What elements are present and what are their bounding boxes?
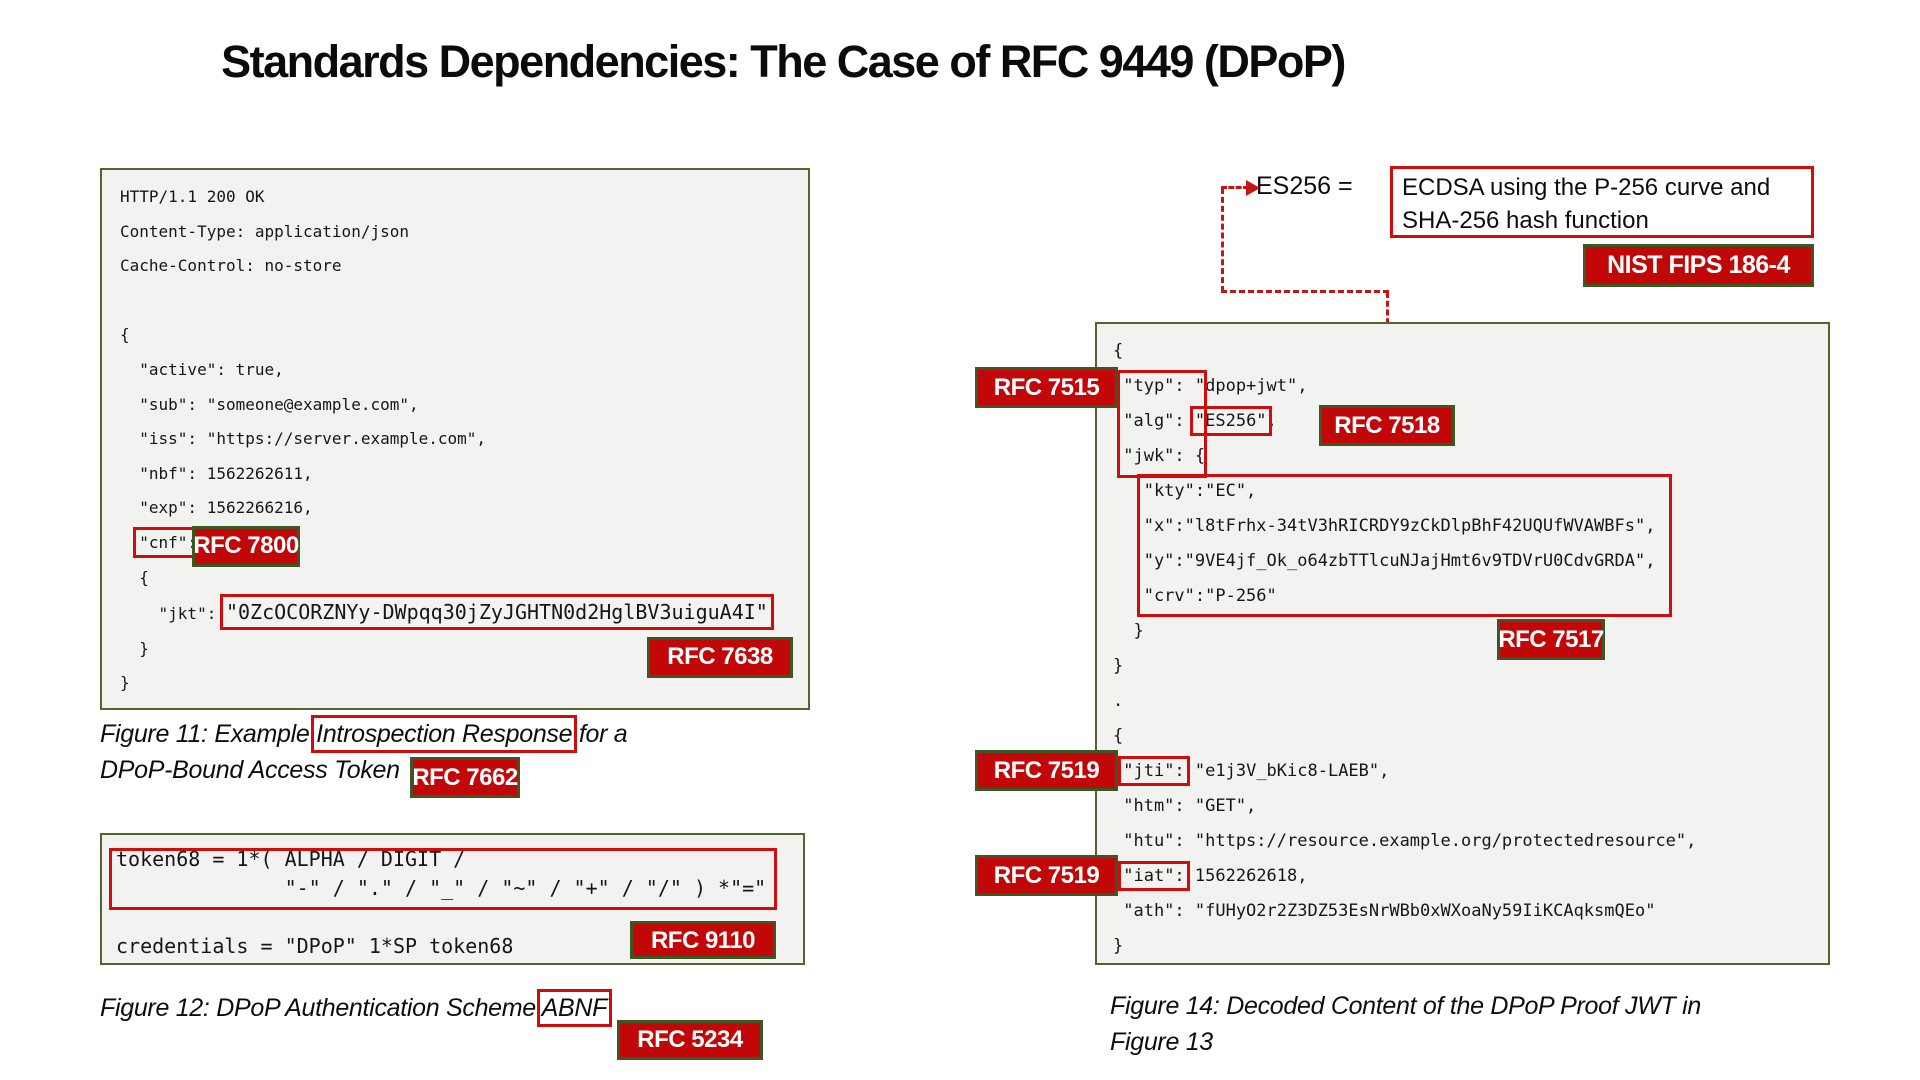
code-line: "nbf": 1562262611, [120, 463, 313, 483]
code-line: "jwk": { [1113, 446, 1206, 466]
code-line: "active": true, [120, 359, 284, 379]
code-line: Cache-Control: no-store [120, 256, 342, 276]
caption-text: for a [572, 720, 628, 748]
connector-dashed-segment [1221, 186, 1249, 189]
code-line: "typ": "dpop+jwt", [1113, 376, 1308, 396]
code-line: "kty":"EC", [1113, 481, 1257, 501]
es256-definition-line: SHA-256 hash function [1402, 207, 1649, 234]
introspection-response-code-block: HTTP/1.1 200 OK Content-Type: applicatio… [100, 168, 810, 710]
es256-definition-line: ECDSA using the P-256 curve and [1402, 174, 1771, 201]
caption-line: Figure 12: DPoP Authentication Scheme AB… [100, 989, 720, 1027]
jti-key-highlight-box: "jti": [1118, 756, 1190, 786]
code-line: credentials = "DPoP" 1*SP token68 [116, 934, 514, 958]
rfc-7662-badge: RFC 7662 [410, 757, 520, 798]
code-line: { [1113, 726, 1124, 746]
code-line: Content-Type: application/json [120, 221, 409, 241]
code-line-jti: "jti": "e1j3V_bKic8-LAEB", [1113, 754, 1812, 789]
code-line: "htu": "https://resource.example.org/pro… [1113, 831, 1697, 851]
code-line: { [120, 567, 149, 587]
code-line-cnf: "cnf": [120, 526, 790, 561]
code-line-blank [120, 284, 790, 319]
iat-key-highlight-box: "iat": [1118, 861, 1190, 891]
code-line-iat: "iat": 1562262618, [1113, 859, 1812, 894]
connector-dashed-segment [1221, 290, 1389, 293]
slide-title: Standards Dependencies: The Case of RFC … [221, 36, 1346, 87]
jwk-object-highlight-box [1137, 474, 1672, 617]
rfc-5234-badge: RFC 5234 [617, 1020, 763, 1060]
connector-arrow-icon [1246, 180, 1260, 196]
figure14-caption: Figure 14: Decoded Content of the DPoP P… [1110, 988, 1810, 1060]
caption-line: DPoP-Bound Access Token [100, 756, 400, 784]
dpop-proof-jwt-code-block: { "typ": "dpop+jwt", "alg": "ES256", "jw… [1095, 322, 1830, 965]
es256-value-highlight-box: "ES256" [1189, 406, 1272, 436]
code-line: "iss": "https://server.example.com", [120, 429, 487, 449]
introspection-response-highlight-box: Introspection Response [311, 715, 578, 753]
caption-text: Figure 11: Example [100, 720, 317, 748]
alg-key: "alg": [1113, 411, 1195, 431]
code-line: token68 = 1*( ALPHA / DIGIT / [116, 847, 466, 871]
caption-text: Figure 12: DPoP Authentication Scheme [100, 994, 542, 1022]
rfc-7519-badge: RFC 7519 [975, 750, 1118, 791]
code-line-alg: "alg": "ES256", [1113, 404, 1812, 439]
caption-text: , [1266, 411, 1277, 431]
es256-definition-box: ECDSA using the P-256 curve and SHA-256 … [1390, 166, 1814, 238]
iat-value: 1562262618, [1184, 866, 1308, 886]
code-line: "sub": "someone@example.com", [120, 394, 419, 414]
abnf-code-block: token68 = 1*( ALPHA / DIGIT / "-" / "." … [100, 833, 805, 965]
rfc-7519-badge: RFC 7519 [975, 855, 1118, 896]
rfc-7800-badge: RFC 7800 [192, 526, 300, 567]
rfc-7638-badge: RFC 7638 [647, 637, 793, 678]
indent [120, 533, 139, 552]
connector-dashed-segment [1221, 188, 1224, 292]
nist-fips-186-4-badge: NIST FIPS 186-4 [1583, 244, 1814, 287]
jti-value: "e1j3V_bKic8-LAEB", [1184, 761, 1390, 781]
code-line: } [1113, 936, 1124, 956]
caption-line: Figure 14: Decoded Content of the DPoP P… [1110, 992, 1702, 1020]
code-line-jkt: "jkt": "0ZcOCORZNYy-DWpqq30jZyJGHTN0d2Hg… [120, 594, 790, 632]
code-line: } [1113, 656, 1124, 676]
code-line: "y":"9VE4jf_Ok_o64zbTTlcuNJajHmt6v9TDVrU… [1113, 551, 1656, 571]
code-line: "htm": "GET", [1113, 796, 1257, 816]
jkt-key: "jkt": [120, 604, 226, 624]
code-line: "ath": "fUHyO2r2Z3DZ53EsNrWBb0xWXoaNy59I… [1113, 901, 1656, 921]
abnf-highlight-box: ABNF [536, 989, 613, 1027]
code-line: HTTP/1.1 200 OK [120, 187, 265, 206]
code-line: } [120, 638, 149, 658]
code-line: } [1113, 621, 1144, 641]
code-line: { [1113, 341, 1124, 361]
jose-header-keys-highlight-box [1117, 370, 1207, 478]
caption-line: Figure 11: Example Introspection Respons… [100, 715, 720, 753]
code-line: "x":"l8tFrhx-34tV3hRICRDY9zCkDlpBhF42UQU… [1113, 516, 1656, 536]
code-line: . [1113, 691, 1124, 711]
figure11-caption: Figure 11: Example Introspection Respons… [100, 715, 720, 788]
figure12-caption: Figure 12: DPoP Authentication Scheme AB… [100, 989, 720, 1027]
caption-line: Figure 13 [1110, 1028, 1213, 1056]
rfc-7517-badge: RFC 7517 [1497, 619, 1605, 660]
rfc-7518-badge: RFC 7518 [1319, 405, 1455, 446]
rfc-7515-badge: RFC 7515 [975, 367, 1118, 408]
code-line: { [120, 325, 130, 345]
code-line: "-" / "." / "_" / "~" / "+" / "/" ) *"=" [116, 876, 767, 900]
rfc-9110-badge: RFC 9110 [630, 921, 776, 959]
es256-label: ES256 = [1256, 172, 1353, 200]
code-line: "crv":"P-256" [1113, 586, 1277, 606]
jkt-value-highlight-box: "0ZcOCORZNYy-DWpqq30jZyJGHTN0d2HglBV3uig… [219, 594, 774, 631]
code-line: } [120, 673, 130, 693]
code-line: "exp": 1562266216, [120, 498, 313, 518]
cnf-key-highlight-box: "cnf": [133, 526, 204, 558]
token68-highlight-box [109, 848, 777, 910]
